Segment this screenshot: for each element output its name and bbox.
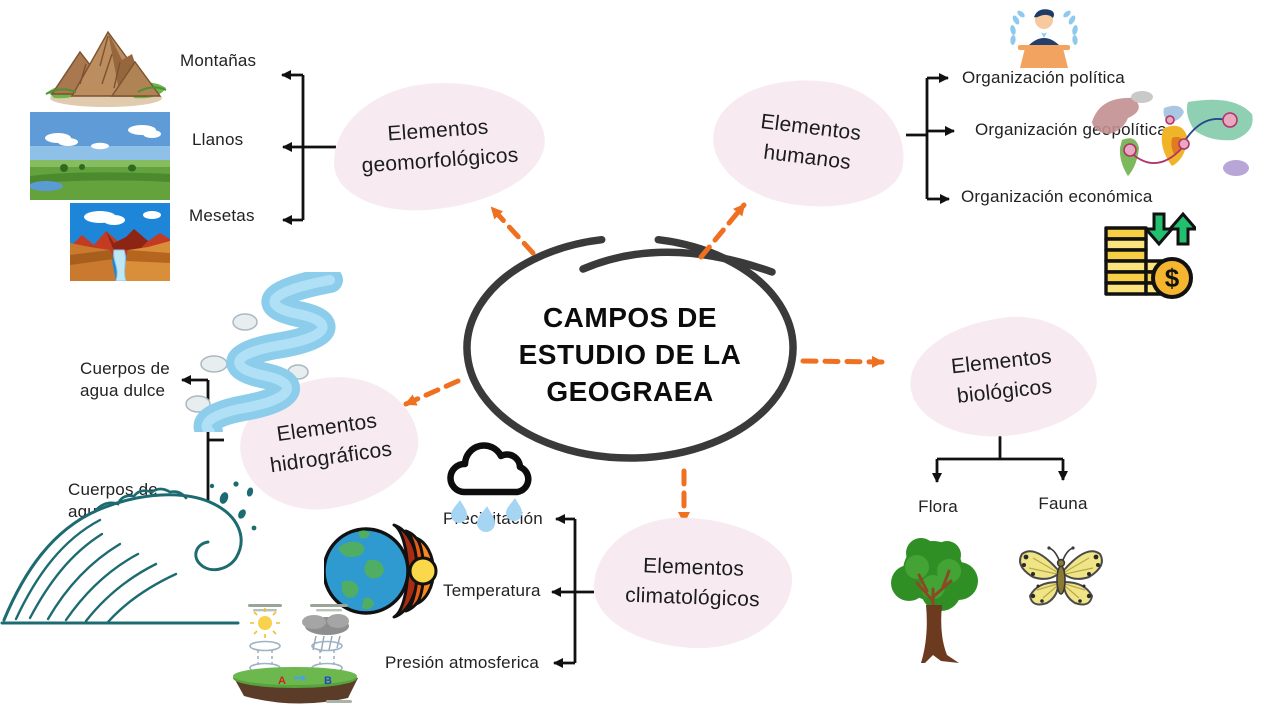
label-flora: Flora xyxy=(918,497,958,516)
plateau-canyon-illustration xyxy=(70,203,170,282)
arrow-to-humanos xyxy=(698,202,747,260)
coins-economy-illustration: $ xyxy=(1100,208,1200,300)
rain-cloud-icon xyxy=(438,432,543,537)
label-organizacion-economica: Organización económica xyxy=(961,187,1153,206)
air-pressure-diagram-illustration: A B xyxy=(228,598,363,710)
plain-landscape-illustration xyxy=(29,112,170,200)
svg-text:$: $ xyxy=(1165,263,1180,293)
politician-podium-illustration xyxy=(1000,4,1088,68)
label-presion-atmosferica: Presión atmosferica xyxy=(385,653,540,672)
central-topic-title: CAMPOS DE ESTUDIO DE LA GEOGRAEA xyxy=(488,300,772,411)
branch-humanos: Elementos humanos xyxy=(706,68,912,218)
ocean-wave-illustration xyxy=(0,476,262,626)
label-llanos: Llanos xyxy=(192,130,244,149)
tree-illustration xyxy=(883,533,985,663)
label-montanas: Montañas xyxy=(180,51,257,70)
svg-text:A: A xyxy=(278,675,286,687)
svg-text:B: B xyxy=(324,675,332,687)
label-fauna: Fauna xyxy=(1038,494,1088,513)
title-line-3: GEOGRAEA xyxy=(546,375,714,407)
branch-climatologicos-label: Elementos xyxy=(642,553,745,581)
arrow-to-biologicos xyxy=(800,355,885,368)
world-map-illustration xyxy=(1084,88,1262,188)
label-organizacion-politica: Organización política xyxy=(962,68,1125,87)
label-agua-dulce: Cuerpos de agua dulce xyxy=(80,359,170,400)
arrow-to-geomorfologicos xyxy=(489,205,536,256)
branch-climatologicos: Elementos climatológicos xyxy=(591,514,795,652)
arrow-to-hidrograficos xyxy=(403,378,461,407)
title-line-1: CAMPOS DE xyxy=(542,302,718,333)
butterfly-illustration xyxy=(1013,538,1109,613)
branch-geomorfologicos: Elementos geomorfológicos xyxy=(328,75,550,217)
label-temperatura: Temperatura xyxy=(443,581,541,600)
branch-biologicos: Elementos biológicos xyxy=(904,308,1102,446)
river-illustration xyxy=(148,267,348,445)
earth-layers-icon xyxy=(322,512,442,630)
label-mesetas: Mesetas xyxy=(189,206,255,225)
title-line-2: ESTUDIO DE LA xyxy=(518,338,742,370)
mountain-illustration xyxy=(42,22,172,112)
